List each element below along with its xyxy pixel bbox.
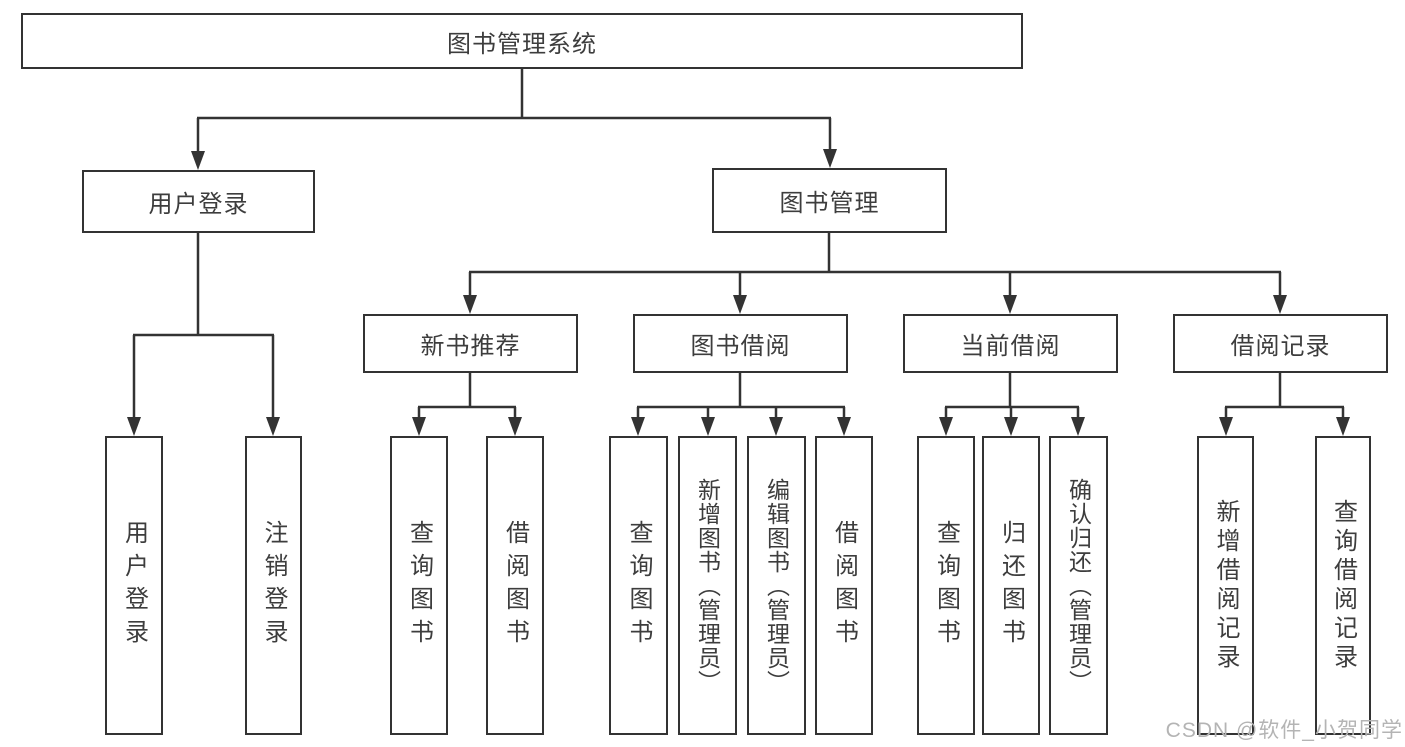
leaf-user-login: 用户登录	[105, 436, 163, 735]
node-user-login: 用户登录	[82, 170, 315, 233]
leaf-logout: 注销登录	[245, 436, 302, 735]
leaf-query-book-borrowing: 查询图书	[609, 436, 668, 735]
node-label: 注销登录	[260, 519, 287, 652]
node-label: 确认归还（管理员）	[1065, 477, 1092, 694]
node-label: 查询图书	[932, 519, 960, 652]
node-label: 借阅记录	[1230, 333, 1331, 360]
csdn-watermark: CSDN @软件_小贺同学	[1165, 719, 1403, 742]
node-book-borrowing: 图书借阅	[633, 314, 848, 373]
node-current-borrowing: 当前借阅	[903, 314, 1118, 373]
node-label: 查询借阅记录	[1329, 498, 1357, 673]
node-label: 新增图书（管理员）	[694, 477, 721, 694]
leaf-borrow-book-recommend: 借阅图书	[486, 436, 544, 735]
node-label: 归还图书	[997, 519, 1025, 652]
node-label: 用户登录	[120, 519, 148, 652]
node-label: 图书管理系统	[447, 30, 597, 58]
node-label: 用户登录	[148, 191, 249, 218]
node-label: 查询图书	[405, 519, 433, 652]
node-label: 借阅图书	[501, 519, 529, 652]
node-label: 图书管理	[779, 190, 880, 217]
node-label: 当前借阅	[960, 333, 1061, 360]
node-new-book-recommendation: 新书推荐	[363, 314, 578, 373]
arrowheads	[127, 149, 1350, 436]
leaf-return-book: 归还图书	[982, 436, 1040, 735]
node-borrowing-records: 借阅记录	[1173, 314, 1388, 373]
leaf-add-borrow-record: 新增借阅记录	[1197, 436, 1254, 735]
leaf-borrow-book: 借阅图书	[815, 436, 873, 735]
node-label: 查询图书	[625, 519, 652, 652]
leaf-confirm-return-admin: 确认归还（管理员）	[1049, 436, 1108, 735]
leaf-add-book-admin: 新增图书（管理员）	[678, 436, 737, 735]
node-label: 新增借阅记录	[1212, 498, 1239, 673]
leaf-query-book-current: 查询图书	[917, 436, 975, 735]
node-book-management: 图书管理	[712, 168, 947, 233]
node-label: 图书借阅	[690, 333, 791, 360]
leaf-query-book-recommend: 查询图书	[390, 436, 448, 735]
node-label: 新书推荐	[420, 333, 521, 360]
leaf-query-borrow-record: 查询借阅记录	[1315, 436, 1371, 735]
node-label: 编辑图书（管理员）	[763, 477, 790, 694]
node-library-management-system: 图书管理系统	[21, 13, 1023, 69]
leaf-edit-book-admin: 编辑图书（管理员）	[747, 436, 806, 735]
node-label: 借阅图书	[830, 519, 858, 652]
